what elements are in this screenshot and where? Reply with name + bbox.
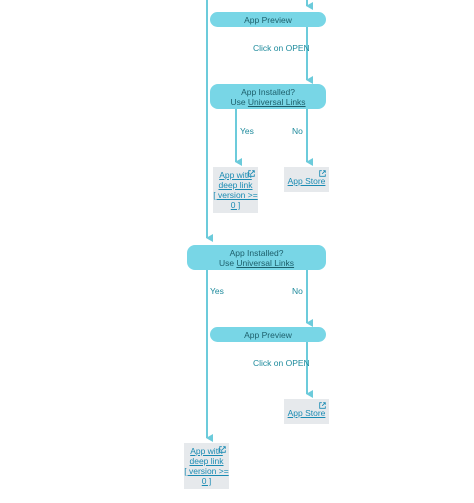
deep-link-line-4[interactable]: 0 ] [201,476,212,486]
click-open-label-1: Click on OPEN [253,43,310,53]
app-store-card-2[interactable]: App Store [284,399,329,424]
app-store-card-1[interactable]: App Store [284,167,329,192]
app-installed-title-1: App Installed? [241,86,295,97]
external-link-icon [319,170,326,177]
top-app-preview-node: App Preview [210,12,326,27]
app-installed-sub-2: Use Universal Links [218,257,295,268]
app-store-link-1[interactable]: App Store [287,176,326,186]
app-store-link-2[interactable]: App Store [287,408,326,418]
external-link-icon [219,446,226,453]
app-installed-node-2: App Installed? Use Universal Links [187,245,326,270]
external-link-icon [248,170,255,177]
yes-label-1: Yes [240,126,254,136]
universal-links-link-2[interactable]: Universal Links [236,257,295,268]
app-installed-sub-1: Use Universal Links [230,96,306,107]
yes-label-2: Yes [210,286,224,296]
deep-link-line-2[interactable]: deep link [218,180,253,190]
top-app-preview-label: App Preview [244,14,292,25]
app-installed-node-1: App Installed? Use Universal Links [210,84,326,109]
deep-link-line-3[interactable]: [ version >= [184,466,229,476]
universal-links-link-1[interactable]: Universal Links [247,96,306,107]
deep-link-card-1[interactable]: App with deep link [ version >= 0 ] [213,167,258,213]
deep-link-line-1[interactable]: App with [219,170,252,180]
deep-link-line-2[interactable]: deep link [189,456,224,466]
app-installed-title-2: App Installed? [229,247,284,258]
deep-link-line-3[interactable]: [ version >= [213,190,258,200]
external-link-icon [319,402,326,409]
app-preview-label-2: App Preview [244,329,292,340]
no-label-1: No [292,126,303,136]
deep-link-card-2[interactable]: App with deep link [ version >= 0 ] [184,443,229,489]
no-label-2: No [292,286,303,296]
app-preview-node-2: App Preview [210,327,326,342]
deep-link-line-1[interactable]: App with [190,446,223,456]
deep-link-line-4[interactable]: 0 ] [230,200,241,210]
click-open-label-2: Click on OPEN [253,358,310,368]
